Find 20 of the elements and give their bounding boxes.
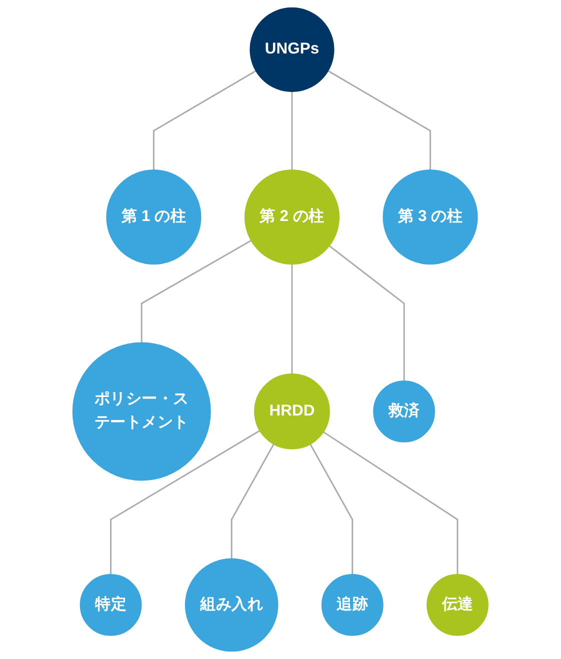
connector [140,240,252,343]
node-circle: HRDD [254,374,330,450]
connector [310,444,354,575]
node-circle: 組み入れ [185,558,278,652]
node-circle: UNGPs [250,7,334,92]
node-circle: 伝達 [426,574,489,636]
connector [328,70,432,170]
node-circle: 第 1 の柱 [106,170,202,265]
node-circle: 第 3 の柱 [382,170,478,265]
connector [291,264,293,374]
connector [328,245,405,382]
connector [153,70,256,170]
connector [230,444,274,559]
connector [291,91,293,170]
connector [110,430,260,575]
node-circle: 第 2 の柱 [244,170,340,265]
node-circle: 追跡 [322,574,384,636]
node-circle: 特定 [80,574,142,636]
node-circle: ポリシー・ステートメント [72,342,211,481]
connector [323,431,458,575]
